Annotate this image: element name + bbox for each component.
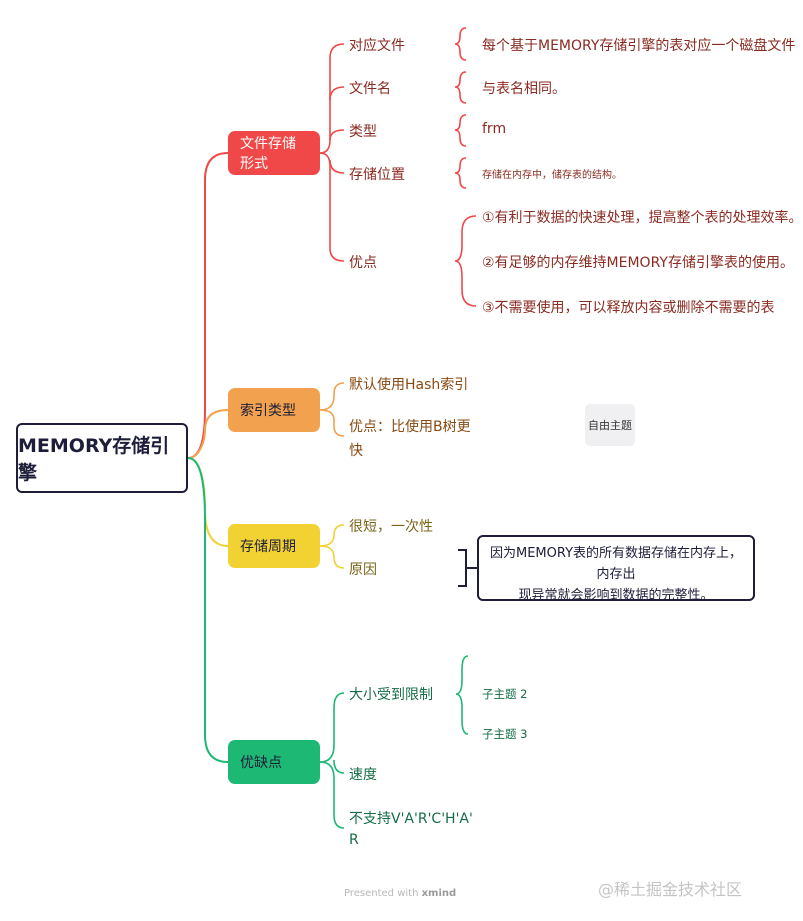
subtopic-2[interactable]: 子主题 2 [482,687,528,701]
topic-file-name[interactable]: 文件名 [349,81,391,97]
watermark: @稀土掘金技术社区 [598,880,743,899]
detail-advantage-1[interactable]: ①有利于数据的快速处理，提高整个表的处理效率。 [482,210,803,226]
topic-advantages[interactable]: 优点 [349,255,377,271]
mindmap-connectors [187,27,477,829]
topic-short-once[interactable]: 很短，一次性 [349,519,433,535]
branch-index-type[interactable]: 索引类型 [228,388,320,432]
branch-storage-form[interactable]: 文件存储形式 [228,131,320,175]
detail-file-name[interactable]: 与表名相同。 [482,81,566,97]
reason-line-2: 现异常就会影响到数据的完整性。 [518,588,714,603]
detail-corresponding-file[interactable]: 每个基于MEMORY存储引擎的表对应一个磁盘文件 [482,38,796,54]
topic-default-hash-index[interactable]: 默认使用Hash索引 [349,377,469,393]
reason-callout[interactable]: 因为MEMORY表的所有数据存储在内存上，内存出 现异常就会影响到数据的完整性。 [477,535,755,603]
subtopic-3[interactable]: 子主题 3 [482,727,528,741]
topic-no-varchar-line2[interactable]: R [349,832,359,848]
topic-reason[interactable]: 原因 [349,562,377,578]
detail-type[interactable]: frm [482,121,507,137]
topic-advantage-faster-line1[interactable]: 优点：比使用B树更 [349,419,471,435]
root-topic[interactable]: MEMORY存储引擎 [16,423,188,493]
xmind-brand: xmind [421,888,457,899]
presented-with-footer: Presented with xmind [344,888,457,899]
topic-size-limited[interactable]: 大小受到限制 [349,687,433,703]
detail-advantage-2[interactable]: ②有足够的内存维持MEMORY存储引擎表的使用。 [482,255,794,271]
topic-type[interactable]: 类型 [349,124,377,140]
floating-topic[interactable]: 自由主题 [585,404,635,446]
detail-storage-location[interactable]: 存储在内存中，储存表的结构。 [482,170,622,181]
reason-line-1: 因为MEMORY表的所有数据存储在内存上，内存出 [489,546,743,582]
detail-advantage-3[interactable]: ③不需要使用，可以释放内容或删除不需要的表 [482,300,775,316]
topic-advantage-faster-line2[interactable]: 快 [349,443,363,459]
topic-speed[interactable]: 速度 [349,767,377,783]
topic-no-varchar-line1[interactable]: 不支持V'A'R'C'H'A' [349,811,473,827]
topic-corresponding-file[interactable]: 对应文件 [349,38,405,54]
branch-storage-period[interactable]: 存储周期 [228,524,320,568]
branch-pros-cons[interactable]: 优缺点 [228,740,320,784]
topic-storage-location[interactable]: 存储位置 [349,167,405,183]
